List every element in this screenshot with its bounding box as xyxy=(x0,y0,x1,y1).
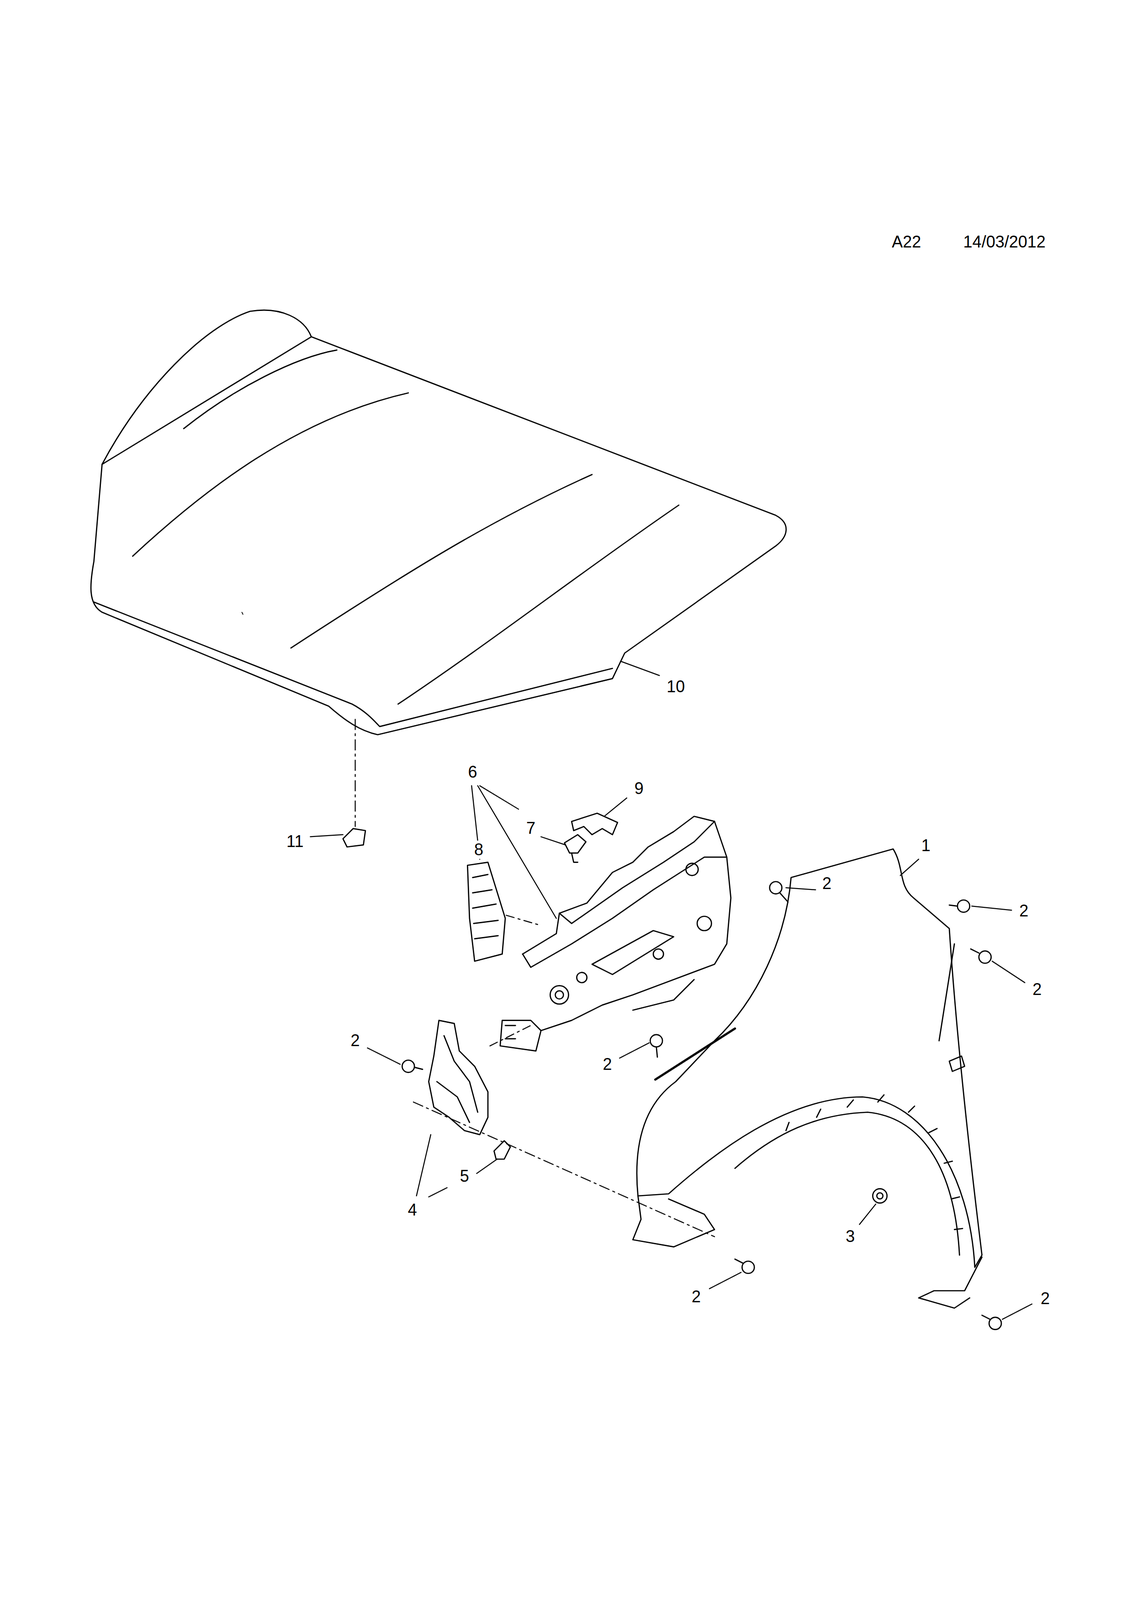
callout-number: 7 xyxy=(524,819,537,838)
callout-number: 3 xyxy=(844,1227,857,1247)
callout-number: 1 xyxy=(920,836,932,856)
callout-number: 2 xyxy=(820,874,833,894)
clip xyxy=(564,835,587,863)
fender xyxy=(632,849,982,1309)
clip xyxy=(571,813,618,836)
leader-lines xyxy=(310,661,1032,1320)
callout-number: 2 xyxy=(1017,902,1030,921)
callout-number: 4 xyxy=(406,1201,419,1220)
pad xyxy=(343,829,366,848)
callout-number: 9 xyxy=(633,779,646,799)
sheet-info: A22 xyxy=(890,232,923,252)
apron-bracket xyxy=(500,816,731,1052)
callout-number: 2 xyxy=(601,1055,614,1074)
bracket xyxy=(428,1020,488,1136)
bolts xyxy=(402,882,1002,1331)
callout-number: 2 xyxy=(349,1031,362,1051)
callout-number: 6 xyxy=(466,763,479,782)
side-panel xyxy=(467,862,506,962)
callout-number: 8 xyxy=(472,841,485,860)
callout-number: 5 xyxy=(458,1167,471,1186)
hood xyxy=(90,310,787,736)
callout-number: 10 xyxy=(665,677,687,697)
callout-number: 2 xyxy=(1031,980,1043,1000)
callout-number: 2 xyxy=(1039,1290,1052,1309)
clip xyxy=(493,1141,511,1160)
sheet-info: 14/03/2012 xyxy=(962,232,1048,252)
callout-number: 11 xyxy=(285,832,305,852)
callout-number: 2 xyxy=(690,1288,703,1307)
